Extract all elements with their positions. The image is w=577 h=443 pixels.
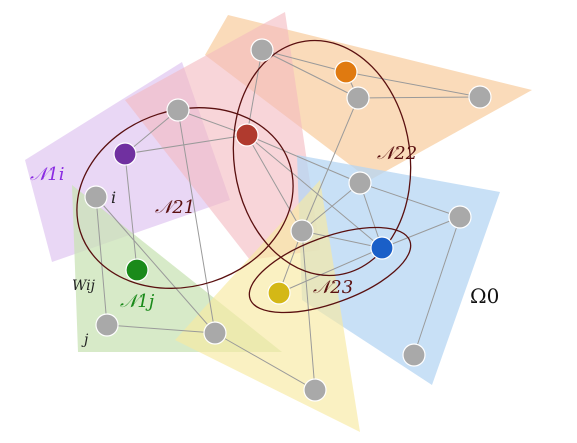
label-n22: 𝒩22 xyxy=(377,143,418,164)
node-gray xyxy=(303,378,327,402)
node-orange xyxy=(334,60,358,84)
edge xyxy=(106,324,216,334)
node-yellow xyxy=(267,281,291,305)
label-omega-0: Ω0 xyxy=(470,284,500,308)
node-gray xyxy=(166,98,190,122)
edge xyxy=(381,216,461,249)
node-gray xyxy=(468,85,492,109)
label-node-i: i xyxy=(111,188,117,207)
node-gray xyxy=(448,205,472,229)
edge xyxy=(214,332,316,391)
neighborhood-n22-ellipse xyxy=(232,39,412,277)
label-n21: 𝒩21 xyxy=(155,197,196,218)
node-gray xyxy=(203,321,227,345)
edge xyxy=(357,96,481,99)
edge xyxy=(413,216,461,356)
edge xyxy=(124,153,138,271)
node-gray xyxy=(290,219,314,243)
node-j xyxy=(95,313,119,337)
edge xyxy=(301,230,383,249)
edge xyxy=(359,182,461,218)
node-i xyxy=(84,185,108,209)
edge xyxy=(301,97,359,232)
edge xyxy=(95,196,216,334)
label-edge-wij: Wij xyxy=(72,278,95,294)
edge xyxy=(246,49,263,136)
edge xyxy=(246,134,361,184)
label-node-j: j xyxy=(84,332,89,348)
node-blue xyxy=(370,236,394,260)
node-red xyxy=(235,123,259,147)
region-blue xyxy=(297,155,500,385)
label-n23: 𝒩23 xyxy=(313,277,354,298)
node-gray xyxy=(348,171,372,195)
label-n1i: 𝒩1i xyxy=(30,164,65,185)
neighborhoods xyxy=(76,39,412,314)
node-gray xyxy=(402,343,426,367)
neighborhood-n23-ellipse xyxy=(248,226,412,314)
edge xyxy=(278,247,383,294)
node-gray xyxy=(250,38,274,62)
neighborhood-n21-ellipse xyxy=(76,107,294,289)
edge xyxy=(124,134,248,155)
node-green xyxy=(125,258,149,282)
edge xyxy=(177,109,216,334)
region-pink xyxy=(125,12,320,260)
edge xyxy=(177,109,248,136)
label-n1j: 𝒩1j xyxy=(120,291,155,312)
node-purple xyxy=(113,142,137,166)
graph-nodes xyxy=(84,38,492,402)
edge xyxy=(301,182,361,232)
node-gray xyxy=(346,86,370,110)
edge xyxy=(261,49,359,99)
edge xyxy=(95,196,108,326)
edge xyxy=(246,134,303,232)
edge xyxy=(345,71,481,98)
